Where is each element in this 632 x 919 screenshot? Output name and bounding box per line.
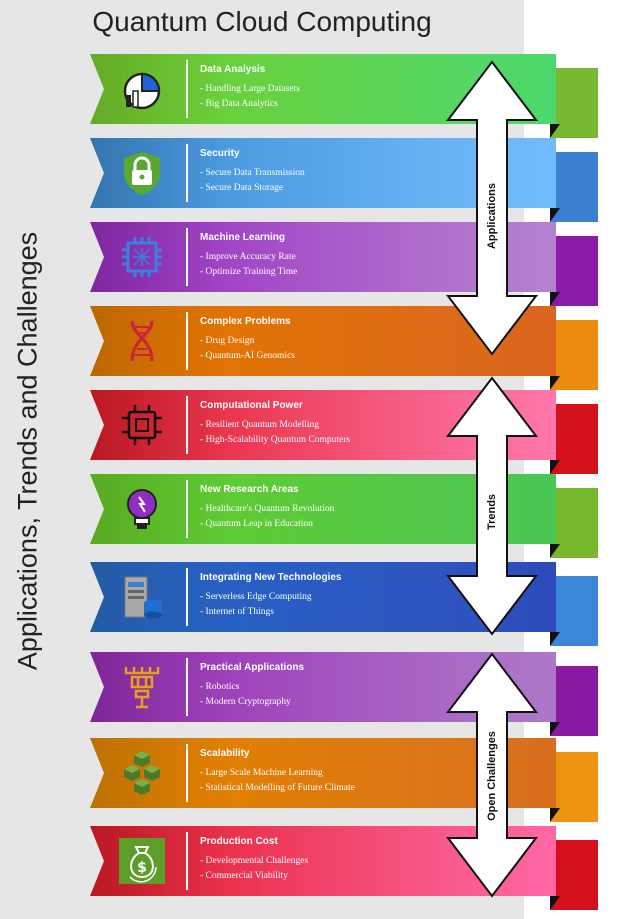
ribbon-divider	[186, 396, 188, 454]
svg-text:$: $	[137, 860, 147, 876]
ribbon-bullet: - Robotics	[200, 682, 240, 692]
ribbon-divider	[186, 568, 188, 626]
ribbon-bullet: - Secure Data Storage	[200, 183, 284, 193]
ribbon-heading: New Research Areas	[200, 484, 299, 495]
ribbon-heading: Production Cost	[200, 836, 278, 847]
ribbon-fold	[550, 208, 560, 222]
lightbulb-icon	[118, 485, 166, 533]
ribbon-heading: Security	[200, 148, 240, 159]
side-title: Applications, Trends and Challenges	[12, 231, 43, 671]
dna-icon	[118, 317, 166, 365]
ribbon-heading: Integrating New Technologies	[200, 572, 342, 583]
ribbon-fold	[550, 376, 560, 390]
neural-chip-icon	[118, 233, 166, 281]
ribbon-bullet: - Internet of Things	[200, 607, 274, 617]
ribbon-bullet: - Resilient Quantum Modelling	[200, 420, 320, 430]
ribbon-bullet: - Quantum-AI Genomics	[200, 351, 295, 361]
ribbon-heading: Complex Problems	[200, 316, 291, 327]
money-bag-icon: $	[118, 837, 166, 885]
padlock-shield-icon	[118, 149, 166, 197]
ribbon-fold	[550, 292, 560, 306]
cubes-icon	[118, 749, 166, 797]
ribbon-fold	[550, 632, 560, 646]
open-challenges-label: Open Challenges	[486, 731, 498, 821]
ribbon-heading: Computational Power	[200, 400, 303, 411]
quantum-device-icon	[118, 663, 166, 711]
ribbon-divider	[186, 744, 188, 802]
ribbon-divider	[186, 228, 188, 286]
ribbon-bullet: - Developmental Challenges	[200, 856, 309, 866]
ribbon-bullet: - Secure Data Transmission	[200, 168, 305, 178]
ribbon-fold	[550, 460, 560, 474]
applications-label: Applications	[486, 182, 498, 250]
ribbon-bullet: - Large Scale Machine Learning	[200, 768, 323, 778]
ribbon-bullet: - Drug Design	[200, 336, 255, 346]
ribbon-bullet: - Big Data Analytics	[200, 99, 278, 109]
ribbon-fold	[550, 722, 560, 736]
processor-icon	[118, 401, 166, 449]
ribbon-bullet: - Modern Cryptography	[200, 697, 291, 707]
ribbon-bullet: - Optimize Training Time	[200, 267, 298, 277]
server-database-icon	[118, 573, 166, 621]
ribbon-divider	[186, 832, 188, 890]
page-title: Quantum Cloud Computing	[92, 6, 432, 37]
ribbon-bullet: - Handling Large Datasets	[200, 84, 300, 94]
ribbon-bullet: - Serverless Edge Computing	[200, 592, 312, 602]
ribbon-fold	[550, 896, 560, 910]
ribbon-divider	[186, 312, 188, 370]
ribbon-bullet: - High-Scalability Quantum Computers	[200, 435, 351, 445]
ribbon-bullet: - Improve Accuracy Rate	[200, 252, 296, 262]
ribbon-heading: Machine Learning	[200, 232, 286, 243]
ribbon-fold	[550, 544, 560, 558]
trends-label: Trends	[486, 493, 498, 531]
ribbon-bullet: - Commercial Viability	[200, 871, 288, 881]
ribbon-bullet: - Statistical Modelling of Future Climat…	[200, 783, 355, 793]
ribbon-bullet: - Healthcare's Quantum Revolution	[200, 504, 335, 514]
ribbon-divider	[186, 658, 188, 716]
ribbon-heading: Data Analysis	[200, 64, 266, 75]
trends-double-arrow	[445, 376, 539, 636]
ribbon-fold	[550, 124, 560, 138]
ribbon-divider	[186, 144, 188, 202]
ribbon-divider	[186, 480, 188, 538]
ribbon-divider	[186, 60, 188, 118]
ribbon-heading: Scalability	[200, 748, 250, 759]
pie-chart-icon	[118, 65, 166, 113]
ribbon-fold	[550, 808, 560, 822]
open-challenges-double-arrow	[445, 652, 539, 898]
ribbon-heading: Practical Applications	[200, 662, 305, 673]
applications-double-arrow	[445, 60, 539, 356]
ribbon-9: Scalability - Large Scale Machine Learnin…	[90, 738, 598, 822]
ribbon-bullet: - Quantum Leap in Education	[200, 519, 313, 529]
